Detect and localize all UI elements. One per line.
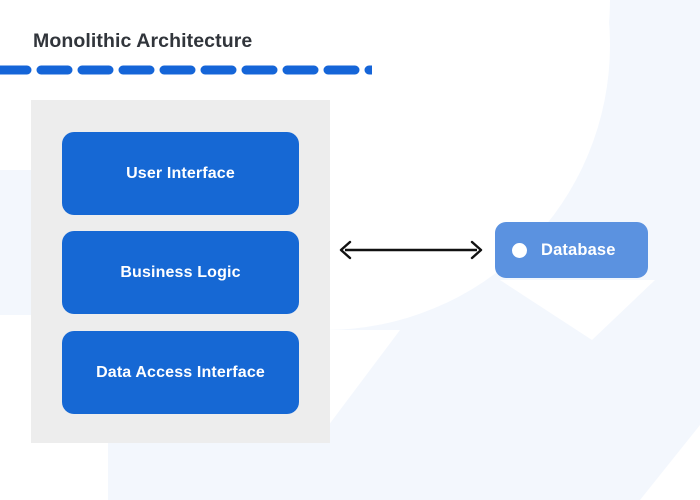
background-leftcol-white bbox=[0, 100, 33, 170]
bidirectional-arrow-icon bbox=[339, 240, 483, 260]
layer-box-data-access-interface[interactable]: Data Access Interface bbox=[62, 331, 299, 414]
layer-label: Data Access Interface bbox=[96, 363, 265, 381]
background-notch-right bbox=[640, 425, 700, 500]
layer-box-user-interface[interactable]: User Interface bbox=[62, 132, 299, 215]
background-triangle-small bbox=[325, 330, 400, 430]
background-band-left bbox=[0, 170, 33, 315]
layer-label: User Interface bbox=[126, 164, 235, 182]
background-band-bottom bbox=[108, 433, 700, 500]
background-band-bottom-left bbox=[0, 433, 33, 500]
background-triangle-wedge bbox=[500, 280, 655, 340]
dashed-divider bbox=[0, 65, 372, 75]
monolith-container: User Interface Business Logic Data Acces… bbox=[31, 100, 330, 443]
database-node[interactable]: Database bbox=[495, 222, 648, 278]
arrow-head-right bbox=[470, 240, 483, 260]
layer-box-business-logic[interactable]: Business Logic bbox=[62, 231, 299, 314]
database-label: Database bbox=[541, 240, 616, 259]
page-title: Monolithic Architecture bbox=[33, 30, 253, 52]
arrow-head-left bbox=[339, 240, 352, 260]
layer-label: Business Logic bbox=[120, 263, 241, 281]
database-bullet-icon bbox=[512, 242, 527, 258]
background-leftcol-white-2 bbox=[0, 315, 33, 433]
